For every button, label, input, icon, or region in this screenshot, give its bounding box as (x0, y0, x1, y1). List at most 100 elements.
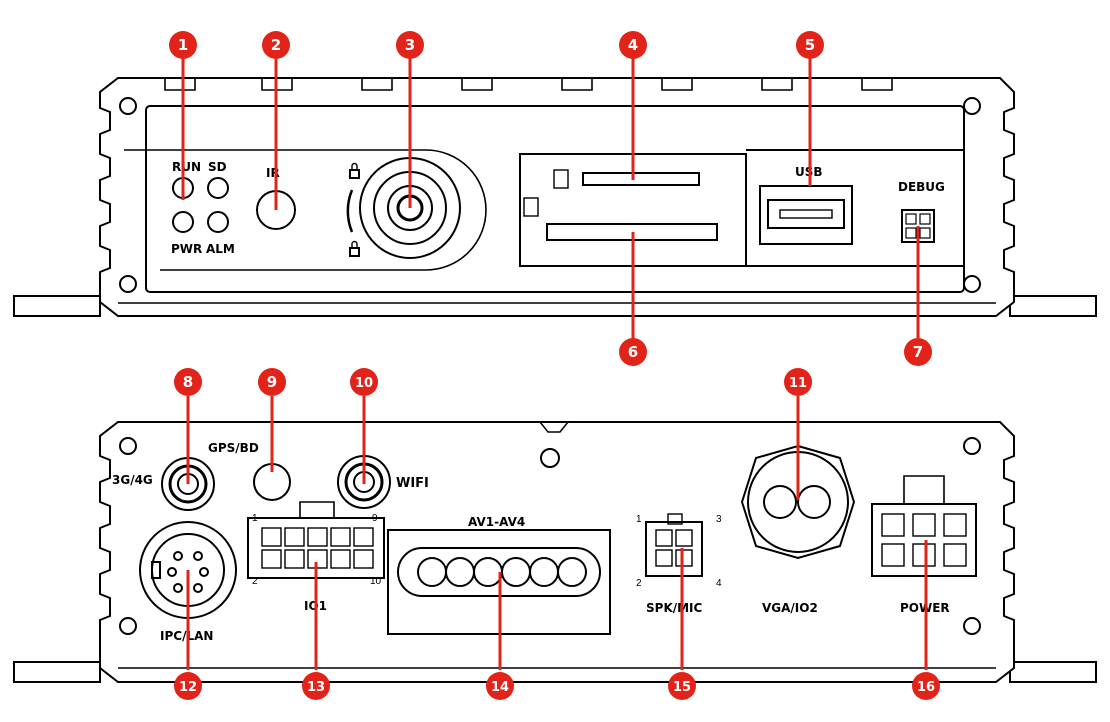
lock-icon-shackle (351, 162, 358, 170)
usb-port-outer (759, 185, 853, 245)
spk-mic-pin (655, 549, 673, 567)
spk-mic-connector (645, 521, 703, 577)
io1-pin (307, 527, 328, 547)
label-spk-mic: SPK/MIC (646, 601, 703, 615)
power-pin (881, 543, 905, 567)
callout-number-15: 15 (673, 680, 691, 695)
front-screw-br (963, 275, 981, 293)
power-pin (912, 543, 936, 567)
callouts: 1 2 3 4 5 6 7 8 9 10 11 12 13 14 15 16 (169, 31, 940, 700)
callout-badge-15 (668, 672, 696, 700)
ipc-lan-pin (193, 583, 203, 593)
sim-icon (553, 169, 569, 189)
ipc-lan-pin (199, 567, 209, 577)
callout-number-5: 5 (805, 36, 815, 54)
vga-io2-cable-hole (797, 485, 831, 519)
front-screw-tl (119, 97, 137, 115)
callout-number-14: 14 (491, 680, 509, 695)
front-flange-left (13, 295, 101, 317)
callout-number-2: 2 (271, 36, 281, 54)
rear-case-outline (99, 421, 1015, 683)
label-debug: DEBUG (898, 180, 945, 194)
callout-numbers: 1 2 3 4 5 6 7 8 9 10 11 12 13 14 15 16 (178, 36, 935, 695)
spk-pin-1-label: 1 (636, 514, 642, 525)
ipc-lan-key (151, 561, 161, 579)
power-pin (943, 543, 967, 567)
rear-screw-tr (963, 437, 981, 455)
callout-number-3: 3 (405, 36, 415, 54)
callout-badge-9 (258, 368, 286, 396)
rear-top-bump (539, 421, 569, 433)
ipc-lan-pin (193, 551, 203, 561)
front-flange-right (1009, 295, 1097, 317)
ipc-lan-pin (167, 567, 177, 577)
label-3g4g: 3G/4G (112, 473, 153, 487)
io1-pin (284, 527, 305, 547)
callout-number-12: 12 (179, 680, 197, 695)
vga-io2-cable-hole (763, 485, 797, 519)
io1-pin (330, 549, 351, 569)
usb-port-inner (767, 199, 845, 229)
callout-badge-5 (796, 31, 824, 59)
callout-number-7: 7 (913, 343, 923, 361)
unlock-icon-shackle (351, 240, 358, 248)
power-pin (912, 513, 936, 537)
callout-number-6: 6 (628, 343, 638, 361)
power-pin (881, 513, 905, 537)
callout-badge-16 (912, 672, 940, 700)
callout-badge-7 (904, 338, 932, 366)
label-pwr: PWR (171, 242, 202, 256)
label-vga-io2: VGA/IO2 (762, 601, 818, 615)
power-pin (943, 513, 967, 537)
rear-screw-bl (119, 617, 137, 635)
io1-pin (284, 549, 305, 569)
sim-slot (582, 172, 700, 186)
label-av1-av4: AV1-AV4 (468, 515, 525, 529)
rear-flange-left (13, 661, 101, 683)
front-control-window (124, 149, 487, 271)
unlock-icon (349, 247, 360, 257)
label-sd: SD (208, 160, 227, 174)
rear-screw-tl (119, 437, 137, 455)
label-alm: ALM (206, 242, 235, 256)
callout-badge-4 (619, 31, 647, 59)
io1-pin (261, 549, 282, 569)
ipc-lan-pin (173, 583, 183, 593)
label-wifi: WIFI (396, 476, 429, 491)
io1-pin-2-label: 2 (252, 576, 258, 587)
callout-badge-10 (350, 368, 378, 396)
lock-icon (349, 169, 360, 179)
io1-pin (261, 527, 282, 547)
spk-pin-2-label: 2 (636, 578, 642, 589)
debug-pin (919, 227, 931, 239)
callout-badge-12 (174, 672, 202, 700)
av-port (557, 557, 587, 587)
io1-pin-1-label: 1 (252, 513, 258, 524)
io1-pin-9-label: 9 (372, 513, 378, 524)
spk-mic-pin (675, 549, 693, 567)
debug-pin (905, 213, 917, 225)
io1-pin (330, 527, 351, 547)
power-connector (871, 503, 977, 577)
callout-number-11: 11 (789, 376, 807, 391)
rear-screw-br (963, 617, 981, 635)
callout-number-10: 10 (355, 376, 373, 391)
lock-arc (346, 189, 354, 233)
io1-pin-10-label: 10 (370, 576, 382, 587)
led-sd (207, 177, 229, 199)
io1-pin (353, 549, 374, 569)
front-screw-tr (963, 97, 981, 115)
callout-lines (181, 58, 928, 670)
label-run: RUN (172, 160, 201, 174)
callout-badge-13 (302, 672, 330, 700)
callout-number-1: 1 (178, 36, 188, 54)
front-screw-bl (119, 275, 137, 293)
callout-badge-3 (396, 31, 424, 59)
io1-pin (353, 527, 374, 547)
callout-badge-2 (262, 31, 290, 59)
spk-mic-pin (675, 529, 693, 547)
label-gps-bd: GPS/BD (208, 441, 259, 455)
sd-icon (523, 197, 539, 217)
ipc-lan-pin (173, 551, 183, 561)
